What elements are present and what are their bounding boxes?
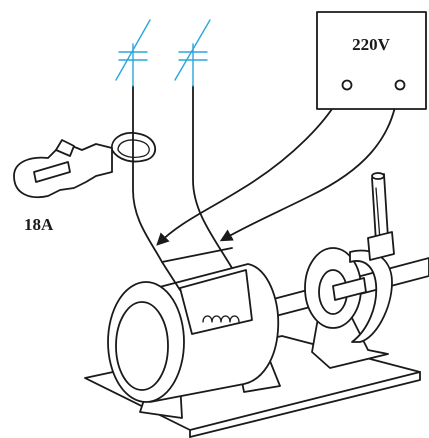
capacitor-wires — [132, 85, 233, 291]
belt-pulley — [304, 172, 395, 369]
supply-terminal-left — [341, 79, 353, 91]
capacitor-symbol-left — [115, 19, 151, 87]
clamp-meter-reading: 18A — [24, 215, 54, 234]
supply-leads — [156, 87, 399, 246]
supply-voltage-label: 220V — [352, 35, 391, 54]
clamp-meter: 18A — [13, 132, 156, 234]
capacitor-symbol-right — [174, 19, 211, 87]
electric-motor — [107, 263, 280, 403]
power-supply-box: 220V — [316, 11, 427, 110]
supply-terminal-right — [394, 79, 406, 91]
